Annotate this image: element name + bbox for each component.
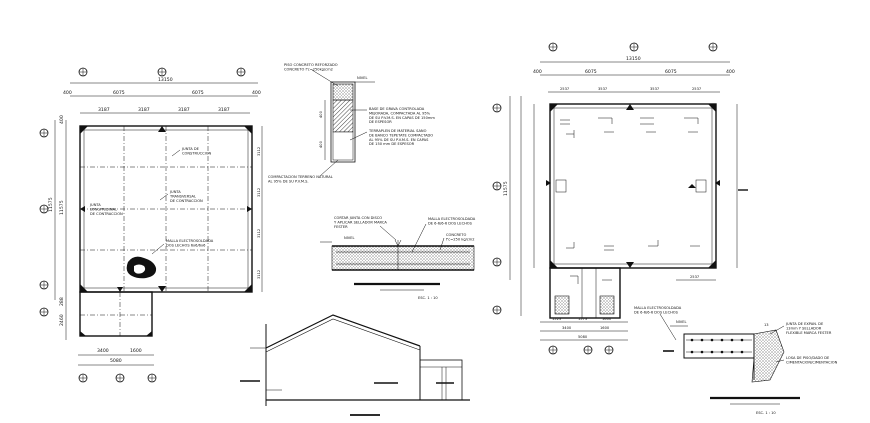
dim-total-top: 13150 bbox=[158, 77, 173, 83]
dim-top-0: 400 bbox=[63, 90, 72, 96]
dim-top-3: 400 bbox=[252, 90, 261, 96]
dims-right: 3112 3112 3112 3112 bbox=[257, 126, 263, 292]
dim-right-1: 3112 bbox=[257, 188, 261, 197]
section-nivel-label: NIVEL bbox=[357, 76, 367, 80]
r-label-nivel: NIVEL bbox=[676, 320, 686, 324]
r-dim-total-top: 13150 bbox=[626, 56, 641, 62]
dims-bottom: 3400 1600 5080 bbox=[78, 348, 157, 383]
dim-left-2: 288 bbox=[59, 297, 65, 306]
column-footings bbox=[80, 126, 252, 292]
dim-right-3: 3112 bbox=[257, 270, 261, 279]
annex-slab bbox=[79, 291, 153, 337]
r-dims-bottom: 1523 1573 1600 3400 1600 5080 2537 bbox=[540, 275, 716, 355]
r-dim-top-3: 400 bbox=[726, 69, 735, 75]
dim-left-total: 11575 bbox=[48, 197, 54, 212]
dim-top-2: 6075 bbox=[192, 90, 204, 96]
joint-nivel-label: NIVEL bbox=[344, 236, 354, 240]
r-dim-inner-0: 2537 bbox=[560, 87, 569, 91]
right-floor-plan: 13150 400 6075 6075 400 2537 3537 3537 2… bbox=[492, 42, 748, 355]
r-dim-small: 13 bbox=[764, 323, 769, 327]
section-dim-a: 400 bbox=[319, 110, 323, 118]
dims-left-right: 11575 bbox=[503, 96, 535, 316]
dim-inner-3: 3187 bbox=[218, 107, 230, 113]
dim-inner-1: 3187 bbox=[138, 107, 150, 113]
dim-top-1: 6075 bbox=[113, 90, 125, 96]
grid-bubbles-top bbox=[78, 67, 246, 77]
r-dim-bottom-total: 5080 bbox=[578, 335, 588, 339]
r-dim-inner-1: 3537 bbox=[598, 87, 607, 91]
grid-bubbles-left-right bbox=[492, 103, 502, 315]
rebar-dots bbox=[690, 338, 744, 354]
dim-left-0: 400 bbox=[59, 115, 65, 124]
dim-right-2: 3112 bbox=[257, 229, 261, 238]
building-elevation bbox=[240, 314, 470, 416]
dim-inner-0: 3187 bbox=[98, 107, 110, 113]
dim-bottom-total: 5080 bbox=[110, 358, 122, 364]
joint-grid bbox=[80, 126, 252, 292]
dim-right-0: 3112 bbox=[257, 147, 261, 156]
joint-scale: ESC. 1 : 10 bbox=[418, 296, 438, 300]
r-dim-top-1: 6075 bbox=[585, 69, 597, 75]
dim-left-3: 2460 bbox=[59, 314, 65, 326]
r-dim-top-0: 400 bbox=[533, 69, 542, 75]
dims-top: 13150 400 6075 6075 400 3187 3187 3187 3… bbox=[63, 77, 261, 114]
r-column-footings bbox=[546, 104, 720, 268]
r-reinforcement-marks bbox=[555, 117, 707, 251]
dims-left: 11575 400 11575 288 2460 bbox=[48, 115, 67, 340]
dim-left-1: 11575 bbox=[59, 200, 65, 215]
r-dim-bottom-1: 1573 bbox=[578, 317, 587, 321]
dims-top-right: 13150 400 6075 6075 400 2537 3537 3537 2… bbox=[533, 56, 735, 93]
grid-bubbles-left bbox=[39, 128, 49, 317]
r-dim-top-2: 6075 bbox=[665, 69, 677, 75]
grid-bubbles-top-right bbox=[548, 42, 718, 52]
left-floor-plan: 13150 400 6075 6075 400 3187 3187 3187 3… bbox=[39, 67, 263, 383]
r-dim-bottom-b0: 3400 bbox=[562, 326, 572, 330]
r-dim-bottom-b1: 1600 bbox=[600, 326, 610, 330]
r-dim-bottom-0: 1523 bbox=[552, 317, 561, 321]
r-slab-outline bbox=[549, 103, 717, 269]
r-dim-bottom-2: 1600 bbox=[602, 317, 612, 321]
r-annex bbox=[549, 267, 621, 319]
r-dim-bottom-right: 2537 bbox=[690, 275, 699, 279]
r-scale: ESC. 1 : 10 bbox=[756, 411, 776, 415]
r-dim-inner-2: 3537 bbox=[650, 87, 659, 91]
r-dim-left-total: 11575 bbox=[503, 181, 509, 196]
section-dim-b: 400 bbox=[319, 140, 323, 148]
dim-bottom-1: 1600 bbox=[130, 348, 142, 354]
dim-inner-2: 3187 bbox=[178, 107, 190, 113]
dim-bottom-0: 3400 bbox=[97, 348, 109, 354]
r-dim-inner-3: 2537 bbox=[692, 87, 701, 91]
